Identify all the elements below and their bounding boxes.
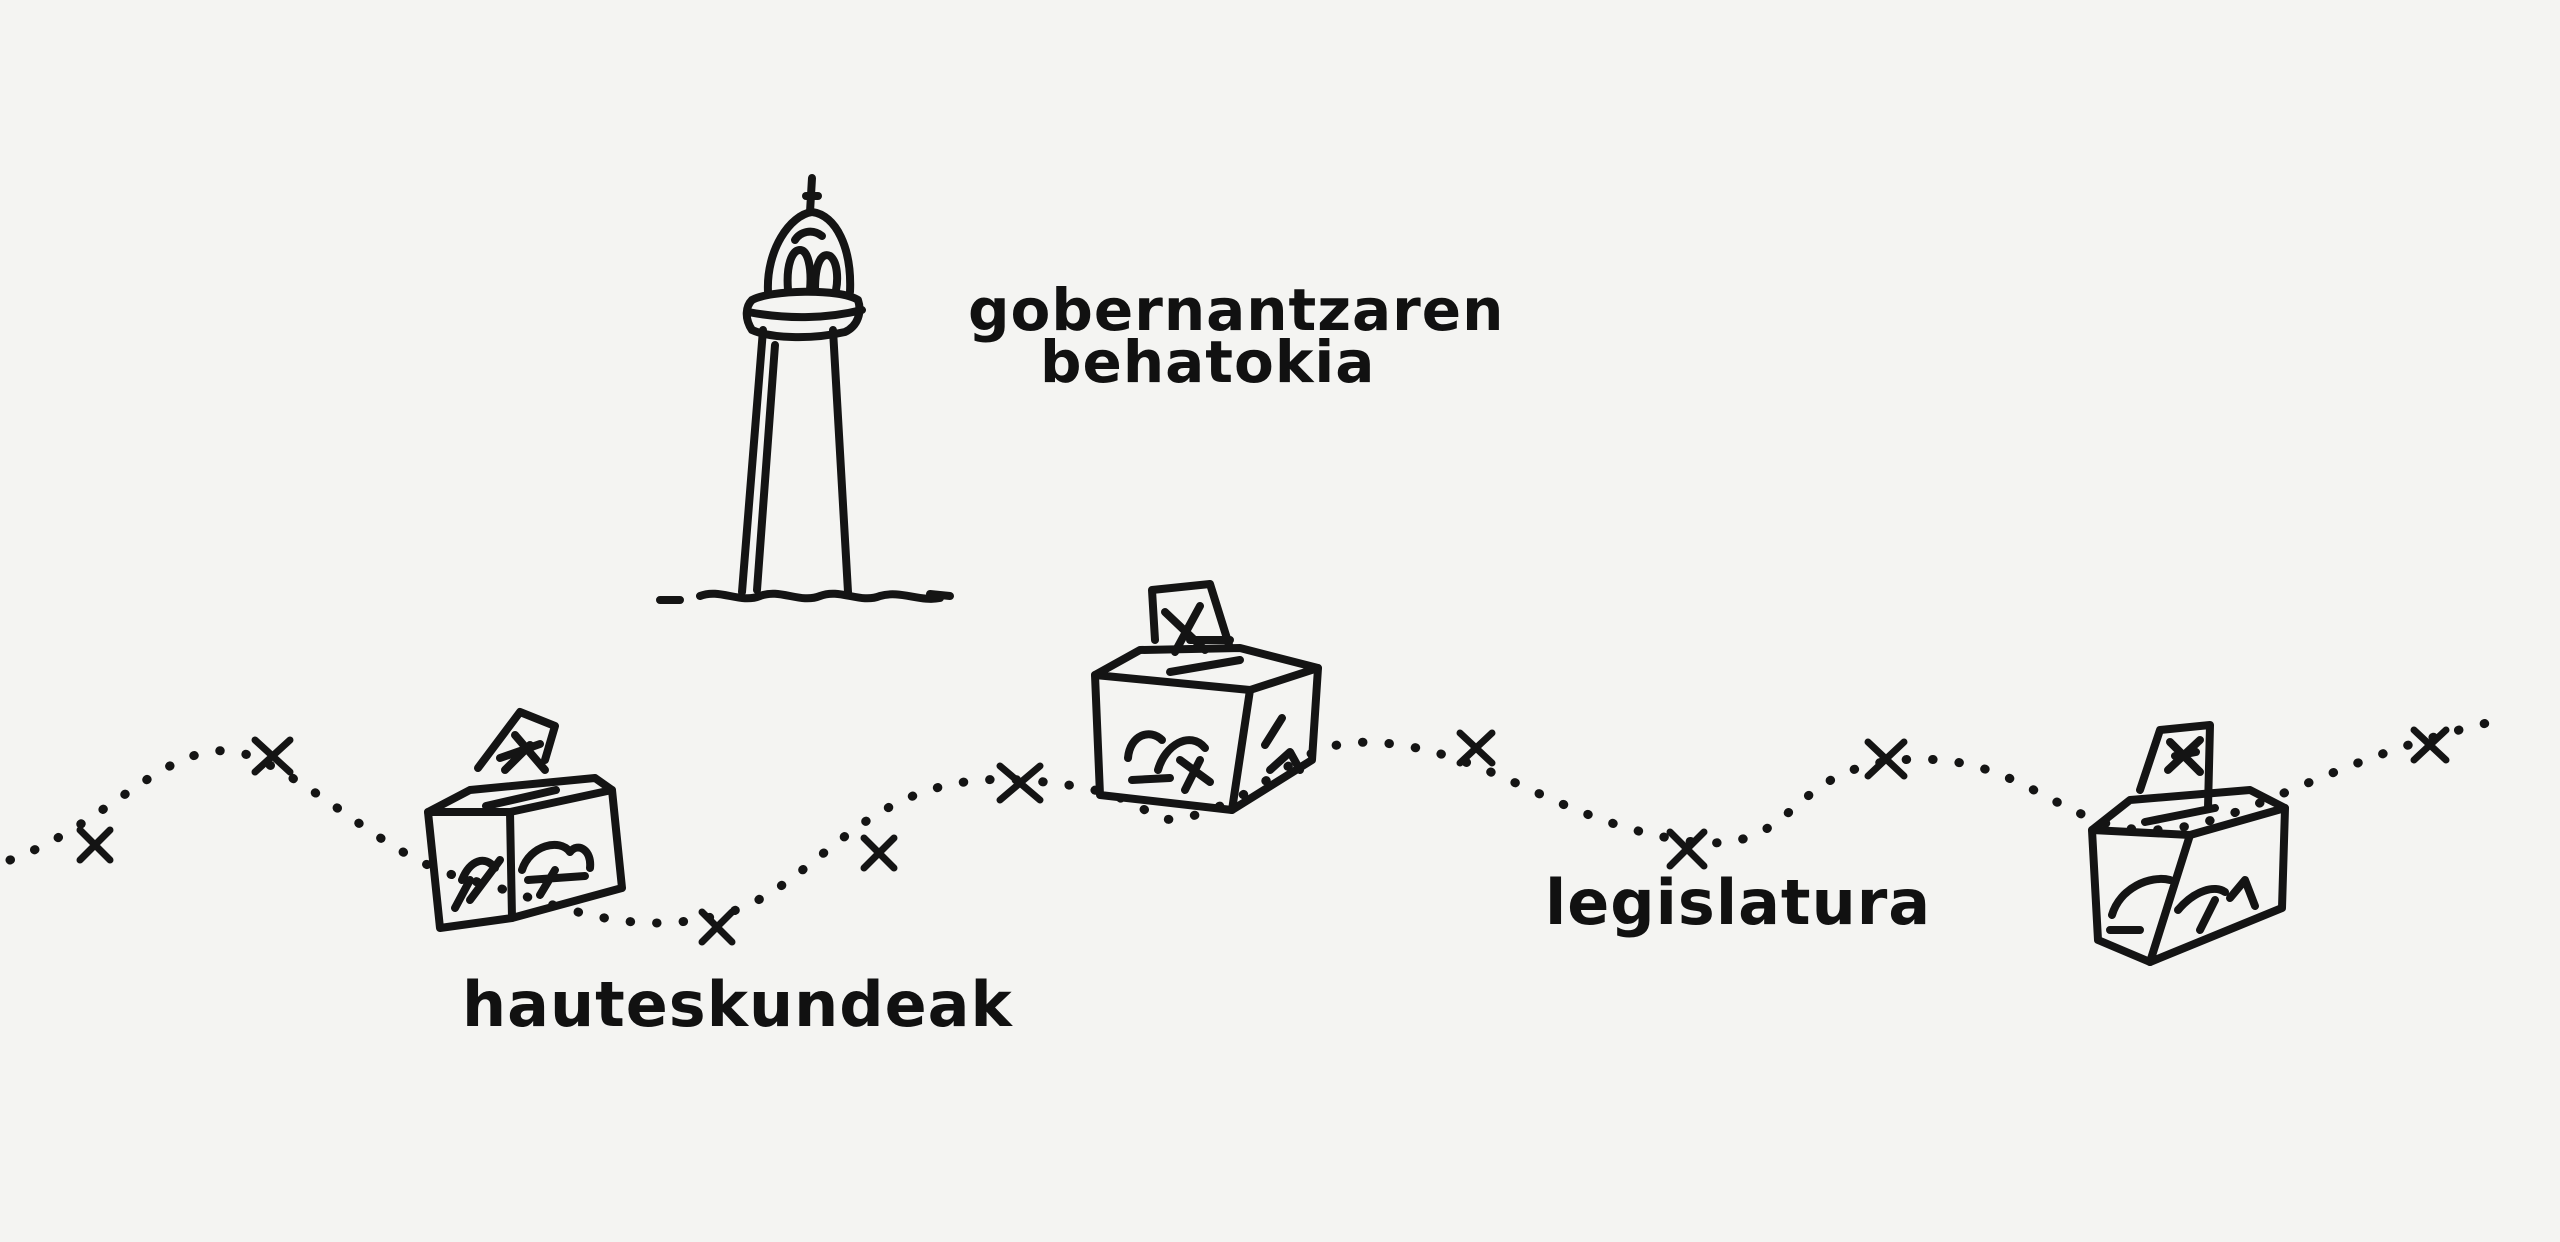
- elections-label: hauteskundeak: [462, 968, 1013, 1041]
- observatory-label-line1: gobernantzaren: [968, 276, 1504, 344]
- legislature-label: legislatura: [1545, 866, 1931, 939]
- ballot-box-icon: [1091, 580, 1322, 814]
- route-x-mark: [860, 834, 898, 872]
- route-x-mark: [2410, 726, 2450, 764]
- route-x-mark: [1666, 828, 1708, 870]
- observatory-label-line2: behatokia: [1040, 328, 1375, 396]
- ballot-box-icon: [424, 708, 626, 932]
- lighthouse-icon: [656, 174, 954, 604]
- ballot-box-icon: [2088, 721, 2289, 966]
- route-x-mark: [76, 826, 114, 864]
- route-x-mark: [1864, 738, 1908, 780]
- route-x-mark: [698, 908, 736, 946]
- route-x-mark: [996, 762, 1044, 804]
- route-x-mark: [251, 736, 294, 776]
- route-x-mark: [1456, 729, 1496, 767]
- route-x-marks: [76, 726, 2450, 946]
